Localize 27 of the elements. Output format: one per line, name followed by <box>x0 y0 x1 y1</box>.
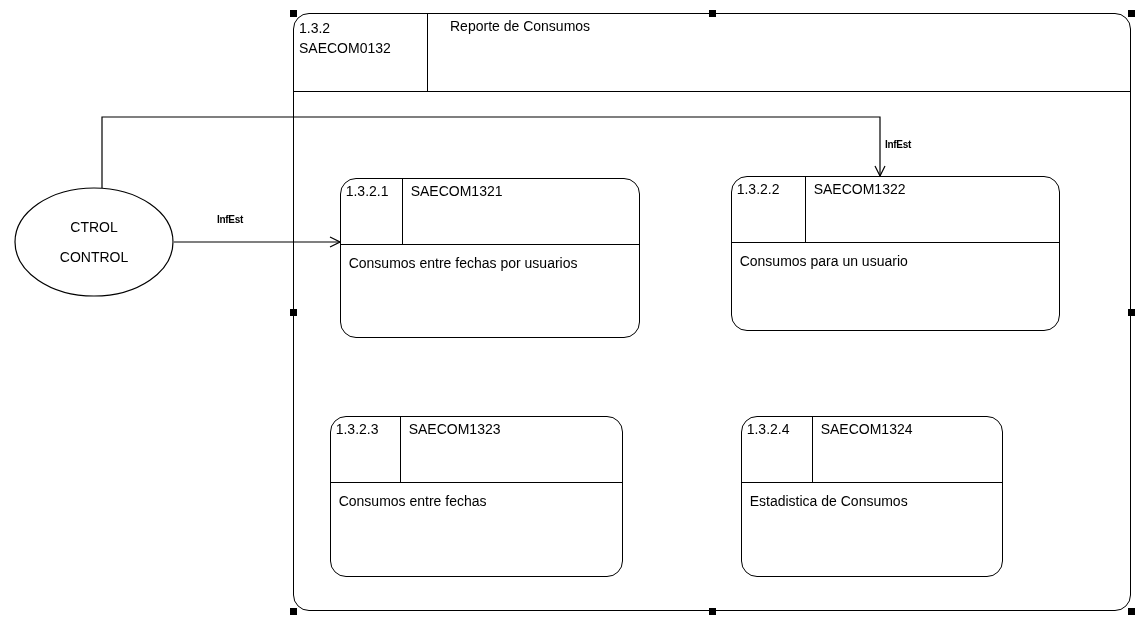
process-description: Estadistica de Consumos <box>749 491 908 511</box>
process-description: Consumos entre fechas <box>338 491 487 511</box>
process-group-frame <box>293 13 1131 611</box>
process-box <box>740 415 1003 577</box>
process-box <box>329 415 623 577</box>
process-title: Reporte de Consumos <box>450 18 591 34</box>
process-code: SAECOM0132 <box>299 39 391 59</box>
entity-label: CONTROL <box>59 249 129 265</box>
process-description: Consumos para un usuario <box>739 251 908 271</box>
process-code: SAECOM1324 <box>820 420 913 437</box>
process-number: 1.3.2.1 <box>345 182 389 199</box>
edge-label: InfEst <box>216 214 244 225</box>
process-box <box>339 177 640 338</box>
process-code: SAECOM1323 <box>408 420 501 437</box>
control-ellipse <box>14 187 174 297</box>
flow-arrow <box>101 116 886 189</box>
entity-label: CTROL <box>70 219 118 235</box>
process-number: 1.3.2.2 <box>736 180 780 197</box>
process-description: Consumos entre fechas por usuarios <box>348 253 578 273</box>
process-box <box>730 175 1060 331</box>
edge-label: InfEst <box>884 139 912 150</box>
process-number: 1.3.2.4 <box>746 420 790 437</box>
process-number: 1.3.2 <box>299 19 331 38</box>
flow-arrow <box>173 236 341 248</box>
process-code: SAECOM1322 <box>813 180 906 197</box>
process-number: 1.3.2.3 <box>335 420 379 437</box>
process-code: SAECOM1321 <box>410 182 503 199</box>
